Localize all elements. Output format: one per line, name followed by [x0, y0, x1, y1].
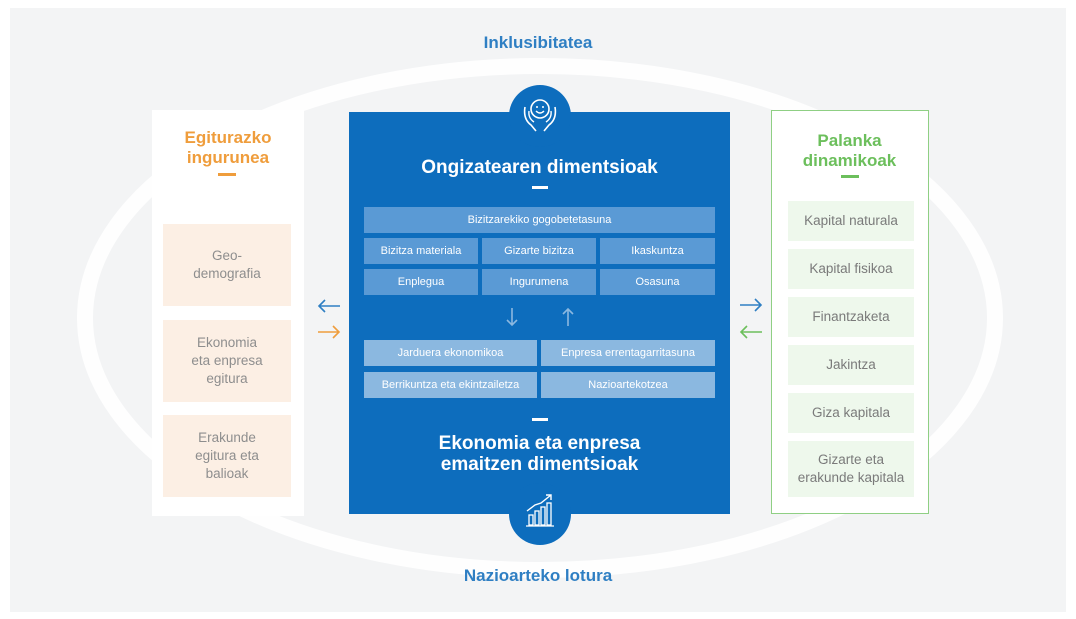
wellbeing-panel — [349, 112, 730, 514]
structural-environment-title: Egiturazko ingurunea — [184, 128, 272, 167]
international-connection-label: Nazioarteko lotura — [463, 566, 613, 585]
left-item: Ekonomia eta enpresa egitura — [163, 320, 291, 402]
arrow-left-icon — [739, 325, 762, 339]
right-item: Jakintza — [788, 345, 914, 385]
dynamic-levers-title: Palanka dinamikoak — [802, 131, 897, 170]
title-divider — [532, 186, 548, 189]
wellbeing-title: Ongizatearen dimentsioak — [421, 157, 658, 178]
economy-cell: Jarduera ekonomikoa — [364, 340, 537, 366]
economy-icon-circle — [509, 483, 571, 545]
wellbeing-icon-circle — [509, 85, 571, 147]
arrow-right-icon — [318, 325, 341, 339]
right-item: Kapital fisikoa — [788, 249, 914, 289]
wellbeing-cell: Ingurumena — [482, 269, 596, 295]
wellbeing-cell: Bizitza materiala — [364, 238, 478, 264]
wellbeing-cell: Ikaskuntza — [600, 238, 715, 264]
right-item: Gizarte eta erakunde kapitala — [788, 441, 914, 497]
wellbeing-cell: Osasuna — [600, 269, 715, 295]
right-item: Finantzaketa — [788, 297, 914, 337]
arrow-left-icon — [317, 299, 340, 313]
arrow-up-icon — [562, 307, 574, 326]
left-item: Erakunde egitura eta balioak — [163, 415, 291, 497]
wellbeing-cell: Bizitzarekiko gogobetetasuna — [364, 207, 715, 233]
economy-cell: Berrikuntza eta ekintzailetza — [364, 372, 537, 398]
left-item: Geo- demografia — [163, 224, 291, 306]
arrow-down-icon — [506, 308, 518, 327]
hands-smile-icon — [523, 99, 557, 132]
arrow-right-icon — [740, 298, 763, 312]
wellbeing-cell: Enplegua — [364, 269, 478, 295]
wellbeing-cell: Gizarte bizitza — [482, 238, 596, 264]
structural-environment-panel: Egiturazko ingurunea Geo- demografia Eko… — [152, 110, 304, 516]
right-item: Kapital naturala — [788, 201, 914, 241]
dynamic-levers-panel: Palanka dinamikoak Kapital naturala Kapi… — [771, 110, 929, 514]
right-item: Giza kapitala — [788, 393, 914, 433]
economy-cell: Enpresa errentagarritasuna — [541, 340, 715, 366]
title-divider — [841, 175, 859, 178]
inclusivity-label: Inklusibitatea — [483, 33, 593, 52]
economy-title: Ekonomia eta enpresa emaitzen dimentsioa… — [438, 433, 641, 475]
title-divider — [532, 418, 548, 421]
economy-cell: Nazioartekotzea — [541, 372, 715, 398]
title-divider — [218, 173, 236, 176]
growth-chart-icon — [526, 494, 554, 527]
